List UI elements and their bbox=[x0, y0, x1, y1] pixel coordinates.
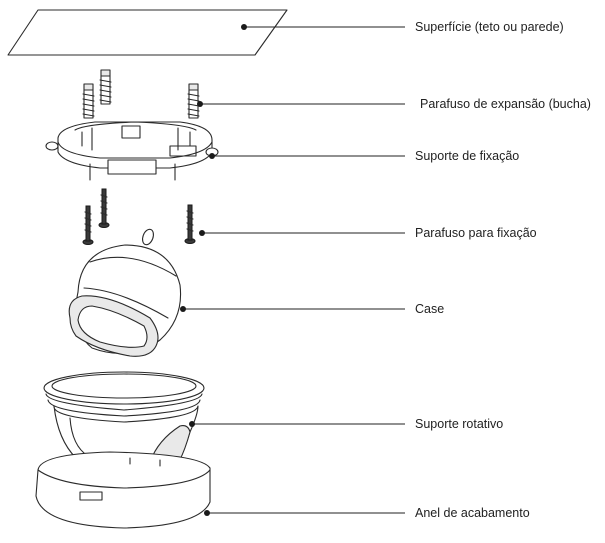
leader-expansion-screw bbox=[197, 101, 405, 107]
leader-finishing-ring bbox=[204, 510, 405, 516]
leader-surface bbox=[241, 24, 405, 30]
leader-fixing-screw bbox=[199, 230, 405, 236]
camera-case bbox=[68, 228, 182, 357]
finishing-ring bbox=[35, 451, 211, 529]
expansion-anchor-right bbox=[187, 83, 200, 119]
fixing-screw-right bbox=[184, 204, 196, 244]
label-expansion-screw: Parafuso de expansão (bucha) bbox=[420, 97, 591, 111]
label-surface: Superfície (teto ou parede) bbox=[415, 20, 564, 34]
fixing-screw-left bbox=[82, 205, 94, 245]
leader-rotating-support bbox=[189, 421, 405, 427]
label-fixing-screw: Parafuso para fixação bbox=[415, 226, 537, 240]
leader-case bbox=[180, 306, 405, 312]
mounting-bracket bbox=[45, 121, 219, 181]
surface-plate bbox=[7, 9, 288, 56]
label-finishing-ring: Anel de acabamento bbox=[415, 506, 530, 520]
fixing-screw-center bbox=[98, 188, 110, 228]
label-rotating-support: Suporte rotativo bbox=[415, 417, 504, 431]
expansion-anchor-center bbox=[99, 69, 112, 105]
label-mounting-bracket: Suporte de fixação bbox=[415, 149, 520, 163]
expansion-anchor-left bbox=[82, 83, 95, 119]
label-case: Case bbox=[415, 302, 445, 316]
leader-mounting-bracket bbox=[209, 153, 405, 159]
